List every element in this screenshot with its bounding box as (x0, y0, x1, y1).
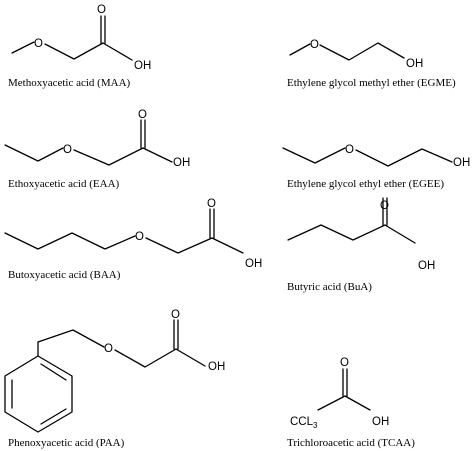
structure-bua: O OH Butyric acid (BuA) (287, 197, 435, 293)
tcaa-ccl3-group: CCL3 (290, 416, 318, 430)
caption-bua: Butyric acid (BuA) (287, 281, 372, 293)
baa-hydroxyl: OH (245, 258, 262, 270)
structure-egee: O OH Ethylene glycol ethyl ether (EGEE) (282, 144, 470, 190)
baa-ether-oxygen: O (135, 231, 144, 243)
bua-hydroxyl: OH (418, 260, 435, 272)
baa-carbonyl-oxygen: O (207, 198, 216, 210)
eaa-ether-oxygen: O (63, 144, 72, 156)
egme-ether-oxygen: O (310, 39, 319, 51)
maa-ether-oxygen: O (34, 38, 43, 50)
structure-baa: O O OH Butoxyacetic acid (BAA) (4, 198, 262, 281)
structure-eaa: O O OH Ethoxyacetic acid (EAA) (4, 109, 190, 190)
tcaa-hydroxyl: OH (372, 416, 389, 428)
caption-maa: Methoxyacetic acid (MAA) (8, 77, 131, 89)
caption-baa: Butoxyacetic acid (BAA) (8, 269, 121, 281)
paa-hydroxyl: OH (208, 361, 225, 373)
maa-carbonyl-oxygen: O (97, 4, 106, 16)
caption-egme: Ethylene glycol methyl ether (EGME) (287, 77, 456, 89)
egee-hydroxyl: OH (453, 157, 470, 169)
egee-ether-oxygen: O (345, 144, 354, 156)
egme-hydroxyl: OH (406, 58, 423, 70)
structure-tcaa: CCL3 O OH Trichloroacetic acid (TCAA) (287, 357, 415, 449)
caption-tcaa: Trichloroacetic acid (TCAA) (287, 437, 415, 449)
structure-maa: O O OH Methoxyacetic acid (MAA) (8, 4, 151, 89)
eaa-carbonyl-oxygen: O (138, 109, 147, 121)
bua-carbonyl-oxygen: O (380, 200, 389, 212)
maa-hydroxyl: OH (134, 60, 151, 72)
caption-paa: Phenoxyacetic acid (PAA) (8, 437, 125, 449)
eaa-hydroxyl: OH (173, 157, 190, 169)
structure-egme: O OH Ethylene glycol methyl ether (EGME) (287, 39, 456, 89)
tcaa-carbonyl-oxygen: O (340, 357, 349, 369)
paa-carbonyl-oxygen: O (171, 309, 180, 321)
structure-paa: O O OH Phenoxyacetic acid (PAA) (4, 309, 225, 449)
caption-egee: Ethylene glycol ethyl ether (EGEE) (287, 178, 444, 190)
paa-ether-oxygen: O (104, 343, 113, 355)
caption-eaa: Ethoxyacetic acid (EAA) (8, 178, 120, 190)
